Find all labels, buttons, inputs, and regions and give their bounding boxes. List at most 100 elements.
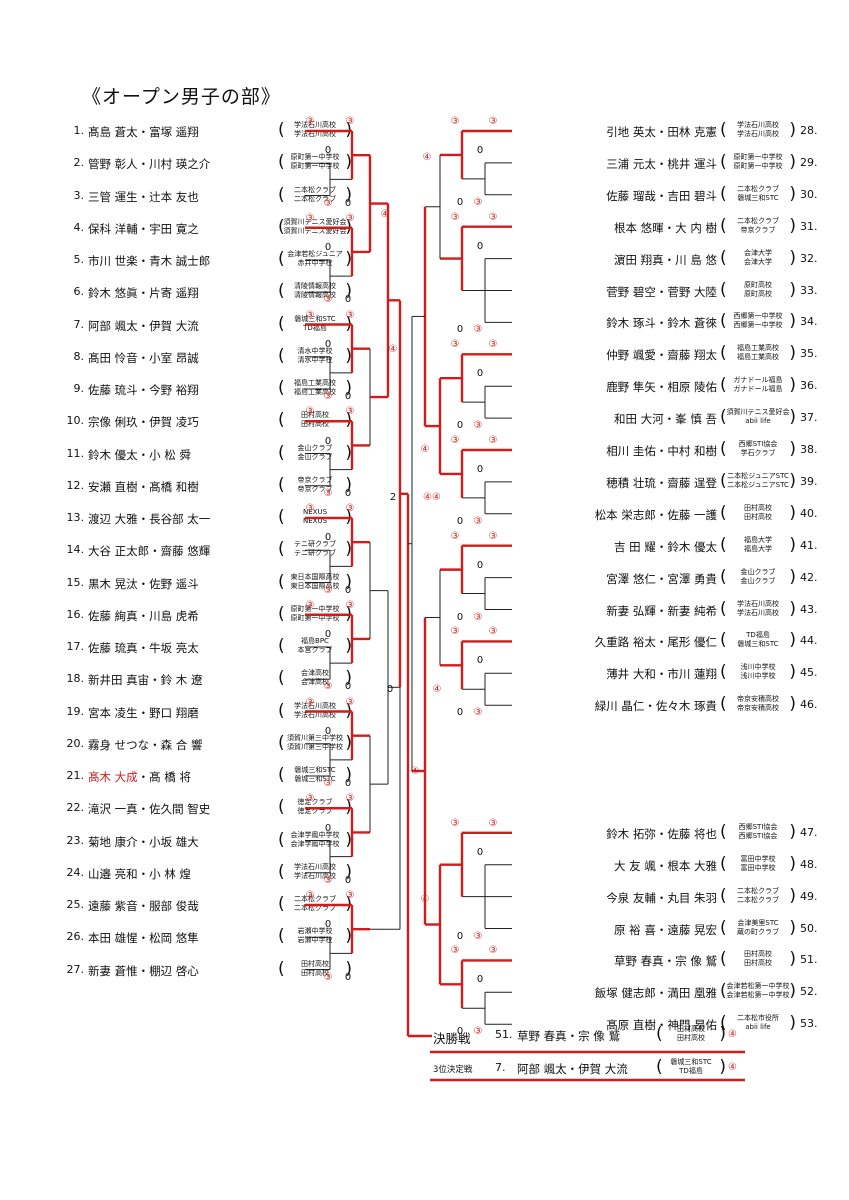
right-entry-row: 原 裕 喜・遠藤 晃宏会津美里STC蔵の町クラブ50.: [512, 917, 842, 943]
third-place-label: 3位決定戦: [433, 1065, 473, 1075]
entry-number: 25.: [66, 898, 85, 911]
right-entry-row: 新妻 弘輝・新妻 純希学法石川高校学法石川高校43.: [512, 598, 842, 624]
match-score: ③: [473, 1026, 483, 1038]
entry-names: 安瀬 直樹・髙橋 和樹: [88, 479, 278, 495]
entry-number: 7.: [73, 317, 85, 331]
player-one: 髙田 怜音: [88, 350, 138, 365]
entry-number: 39.: [800, 474, 818, 488]
match-score: 0: [476, 463, 484, 475]
entry-number: 14.: [66, 543, 85, 557]
entry-number: 49.: [800, 889, 818, 903]
entry-number: 16.: [66, 607, 85, 621]
player-two: ・服部 俊哉: [137, 899, 199, 913]
entry-number: 23.: [66, 833, 85, 847]
entry-names: 佐藤 琉斗・今野 裕翔: [88, 382, 278, 398]
entry-names: 仲野 颯愛・齋藤 翔太: [606, 348, 717, 363]
right-entry-row: 三浦 元太・桃井 運斗原町第一中学校原町第一中学校29.: [512, 151, 842, 177]
entry-number: 13.: [66, 511, 85, 524]
right-entry-row: 鈴木 琢斗・鈴木 蒼徠西郷第一中学校西郷第一中学校34.: [512, 310, 842, 336]
entry-number: 28.: [800, 124, 818, 137]
right-entry-row: 仲野 颯愛・齋藤 翔太福島工業高校福島工業高校35.: [512, 342, 842, 368]
match-score: 0: [324, 822, 332, 834]
match-score: ③: [305, 406, 315, 418]
left-entry-row: 26.本田 雄惺・松岡 悠隼岩瀬中学校岩瀬中学校: [48, 925, 353, 951]
entry-names: 渡辺 大雅・長谷部 太一: [88, 511, 278, 527]
entry-names: 新妻 弘輝・新妻 純希: [606, 603, 717, 618]
entry-number: 42.: [800, 570, 818, 584]
match-score: ③: [488, 116, 498, 127]
left-entry-row: 9.佐藤 琉斗・今野 裕翔福島工業高校福島工業高校: [48, 377, 353, 403]
player-one: 髙島 蒼太: [88, 125, 138, 139]
left-entry-row: 3.三管 運生・辻本 友也二本松クラブ二本松クラブ: [48, 184, 353, 210]
left-entry-row: 1.髙島 蒼太・富塚 遥翔学法石川高校学法石川高校: [48, 119, 353, 145]
match-score: ③: [323, 874, 333, 886]
entry-names: 山邉 亮和・小 林 煌: [88, 866, 278, 882]
entry-names: 相川 圭佑・中村 和樹: [606, 444, 717, 458]
match-score: ④: [420, 894, 430, 905]
match-score: ③: [323, 487, 333, 499]
match-score: ③: [488, 530, 498, 542]
player-one: 佐藤 絢真: [88, 608, 138, 623]
match-score: ④: [420, 444, 430, 455]
player-one: 大谷 正太郎: [88, 544, 150, 559]
player-two: ・川島 虎希: [137, 608, 199, 623]
entry-names: 吉 田 耀・鈴木 優太: [614, 539, 717, 554]
match-score: ③: [488, 945, 498, 957]
entry-number: 8.: [73, 349, 85, 363]
entry-names: 草野 春真・宗 像 鷲: [614, 954, 717, 969]
entry-names: 髙島 蒼太・富塚 遥翔: [88, 124, 278, 140]
third-place-names: 阿部 颯太・伊賀 大流: [517, 1062, 628, 1076]
entry-names: 鹿野 隼矢・相原 陵佑: [606, 380, 717, 395]
player-one: 阿部 颯太: [88, 318, 138, 333]
entry-number: 11.: [66, 446, 85, 460]
player-two: ・宇田 寛之: [137, 221, 199, 236]
entry-names: 久重路 裕太・尾形 優仁: [594, 635, 717, 650]
player-one: 宗像 俐玖: [88, 415, 138, 430]
entry-number: 46.: [800, 698, 818, 712]
match-score: 0: [344, 197, 352, 209]
entry-number: 22.: [66, 801, 85, 815]
match-score: ③: [323, 681, 333, 693]
left-entry-row: 21.髙木 大成・髙 橋 将磐城三和STC磐城三和STC: [48, 764, 353, 790]
match-score: ③: [305, 599, 315, 611]
player-two: ・今野 裕翔: [137, 383, 199, 397]
entry-number: 24.: [66, 865, 85, 879]
match-score: ④: [380, 209, 390, 220]
left-entry-row: 12.安瀬 直樹・髙橋 和樹帝京クラブ帝京クラブ: [48, 474, 353, 500]
entry-names: 鈴木 琢斗・鈴木 蒼徠: [606, 316, 717, 331]
entry-names: 管野 彰人・川村 瑛之介: [88, 156, 278, 172]
player-one: 三管 運生: [88, 189, 138, 204]
player-two: ・佐野 遥斗: [137, 576, 199, 591]
player-one: 新井田 真宙: [88, 673, 150, 688]
match-score: ③: [305, 116, 315, 127]
entry-number: 21.: [66, 769, 85, 782]
right-entry-row: 佐藤 瑠哉・吉田 碧斗二本松クラブ磐城三和STC30.: [512, 183, 842, 209]
match-score: 0: [476, 368, 484, 380]
right-entry-row: 大 友 颯・根本 大雅富田中学校富田中学校48.: [512, 853, 842, 879]
player-two: ・小 林 煌: [137, 866, 191, 881]
match-score: ③: [488, 817, 498, 829]
match-score: ③: [305, 696, 315, 708]
match-score: ③: [345, 503, 355, 514]
match-score: 0: [324, 242, 332, 253]
match-score: ③: [473, 930, 483, 942]
match-score: ③: [345, 212, 355, 224]
right-entry-row: 草野 春真・宗 像 鷲田村高校田村高校51.: [512, 948, 842, 974]
entry-names: 宮澤 悠仁・宮澤 勇貴: [606, 571, 717, 586]
